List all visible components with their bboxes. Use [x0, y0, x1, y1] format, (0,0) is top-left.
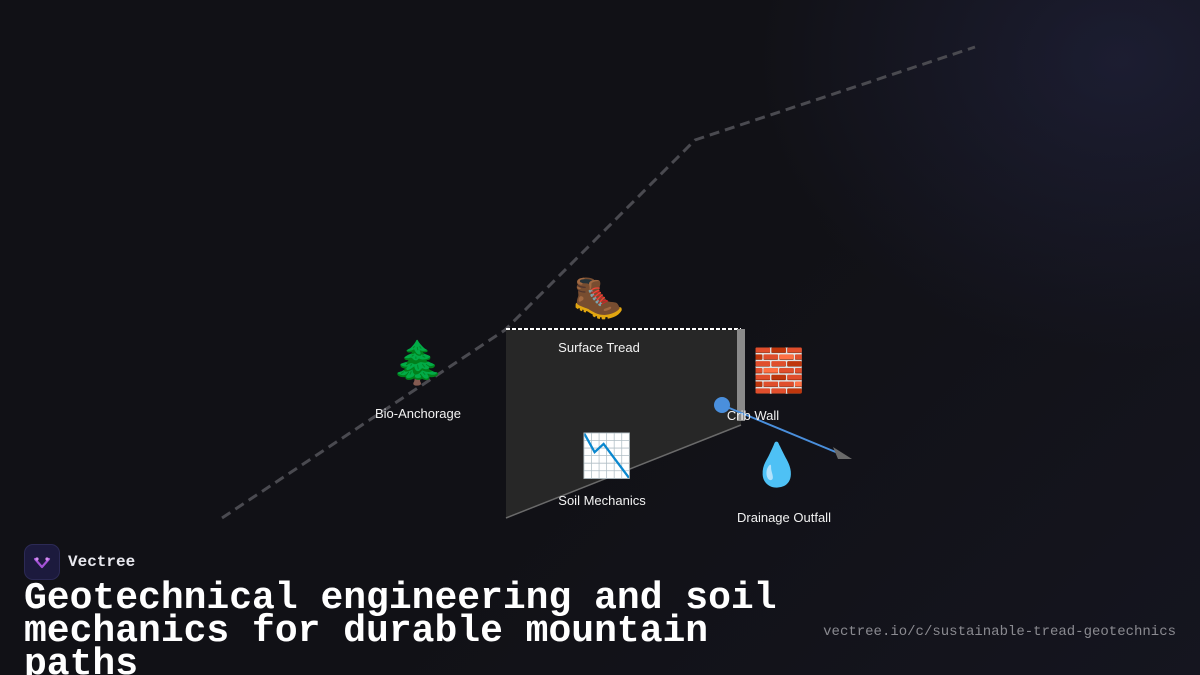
- crib-wall-face: [737, 329, 745, 421]
- drainage-vector-line: [721, 404, 839, 454]
- trail-bench-cross-section: [506, 330, 741, 518]
- node-label: Soil Mechanics: [558, 493, 646, 508]
- node-label: Bio-Anchorage: [375, 406, 461, 421]
- trail-bench-cut-edge: [505, 424, 742, 519]
- source-url: vectree.io/c/sustainable-tread-geotechni…: [823, 624, 1176, 640]
- brick-icon: 🧱: [752, 347, 806, 394]
- node-label: Drainage Outfall: [737, 510, 831, 525]
- brand-name: Vectree: [68, 553, 136, 571]
- evergreen-tree-icon: 🌲: [391, 339, 445, 386]
- hiking-boot-icon: 🥾: [572, 273, 626, 320]
- node-bio-anchorage: 🌲 Bio-Anchorage: [318, 338, 518, 421]
- brand: Vectree: [24, 544, 135, 580]
- hillside-slope-line: [221, 45, 976, 520]
- drainage-arrowhead: [833, 447, 852, 459]
- drainage-outlet-point: [714, 397, 730, 413]
- droplet-icon: 💧: [750, 441, 804, 488]
- node-soil-mechanics: 📉 Soil Mechanics: [502, 431, 702, 508]
- node-label: Surface Tread: [558, 340, 640, 355]
- page-title: Geotechnical engineering and soil mechan…: [24, 577, 777, 675]
- node-label: Crib Wall: [726, 408, 780, 423]
- node-crib-wall: 🧱 Crib Wall: [666, 346, 866, 423]
- node-surface-tread: 🥾 Surface Tread: [499, 272, 699, 355]
- vectree-logo-icon: [24, 544, 60, 580]
- node-drainage-outfall: 💧 Drainage Outfall: [684, 440, 884, 525]
- chart-decreasing-icon: 📉: [580, 432, 634, 479]
